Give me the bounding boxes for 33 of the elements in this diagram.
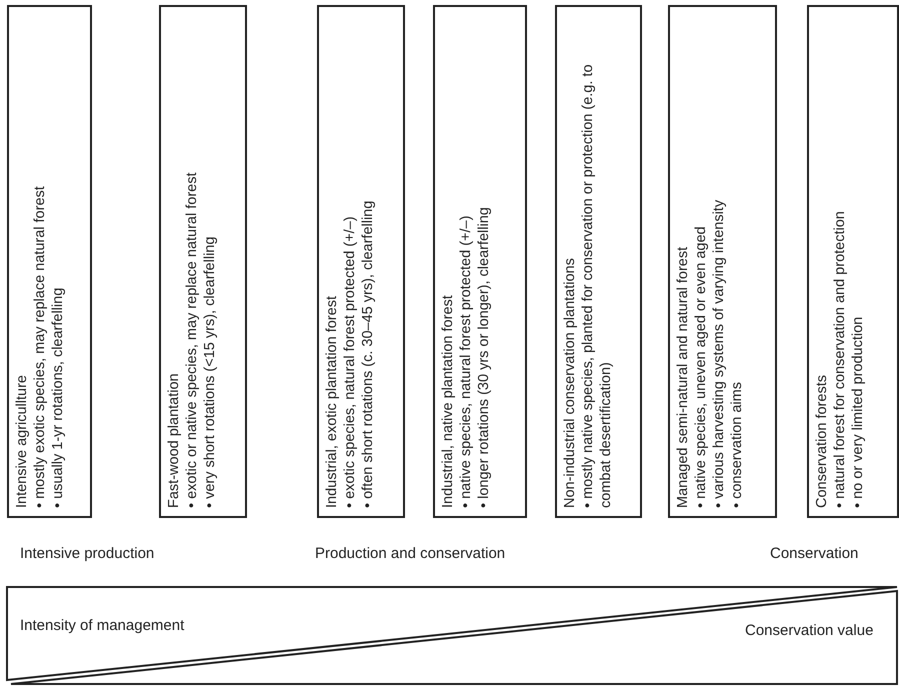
box-heading: Managed semi-natural and natural forest — [674, 246, 692, 508]
bullet-item: • exotic species, natural forest protected (+/–) — [341, 215, 359, 508]
box-heading: Conservation forests — [813, 374, 831, 508]
bullet-item: • usually 1-yr rotations, clearfelling — [49, 286, 67, 508]
bullet-item: • native species, uneven aged or even aged — [692, 225, 710, 508]
category-box — [433, 5, 527, 518]
bullet-item: • longer rotations (30 yrs or longer), clearfelling — [475, 206, 493, 508]
category-box — [159, 5, 247, 518]
bullet-item: • often short rotations (c. 30–45 yrs), clearfelling — [359, 200, 377, 508]
bullet-item: • natural forest for conservation and protection — [831, 210, 849, 508]
bullet-item: • exotic or native species, may replace natural forest — [183, 171, 201, 508]
bullet-item: • various harvesting systems of varying intensity — [710, 198, 728, 508]
axis-label: Conservation value — [745, 622, 874, 639]
category-box — [7, 5, 92, 518]
bullet-item: • mostly exotic species, may replace natural forest — [31, 185, 49, 508]
box-heading: Industrial, native plantation forest — [439, 294, 457, 508]
box-heading: Non-industrial conservation plantations — [561, 257, 579, 508]
bullet-item: • native species, natural forest protected (+/–) — [457, 214, 475, 508]
box-heading: Intensive agricullture — [13, 374, 31, 508]
axis-label: Intensity of management — [20, 617, 184, 634]
category-box — [555, 5, 642, 518]
box-heading: Industrial, exotic plantation forest — [323, 295, 341, 508]
category-box — [668, 5, 777, 518]
zone-label: Conservation — [770, 545, 858, 562]
zone-label: Production and conservation — [315, 545, 506, 562]
bullet-item: • mostly native species, planted for conservation or protection (e.g. to combat desertification) — [579, 63, 615, 508]
category-box — [317, 5, 405, 518]
bullet-item: • conservation aims — [728, 381, 746, 508]
box-heading: Fast-wood plantation — [165, 372, 183, 508]
bullet-item: • very short rotations (<15 yrs), clearfelling — [201, 236, 219, 508]
bullet-item: • no or very limited production — [849, 316, 867, 508]
category-box — [807, 5, 899, 518]
zone-label: Intensive production — [20, 545, 154, 562]
